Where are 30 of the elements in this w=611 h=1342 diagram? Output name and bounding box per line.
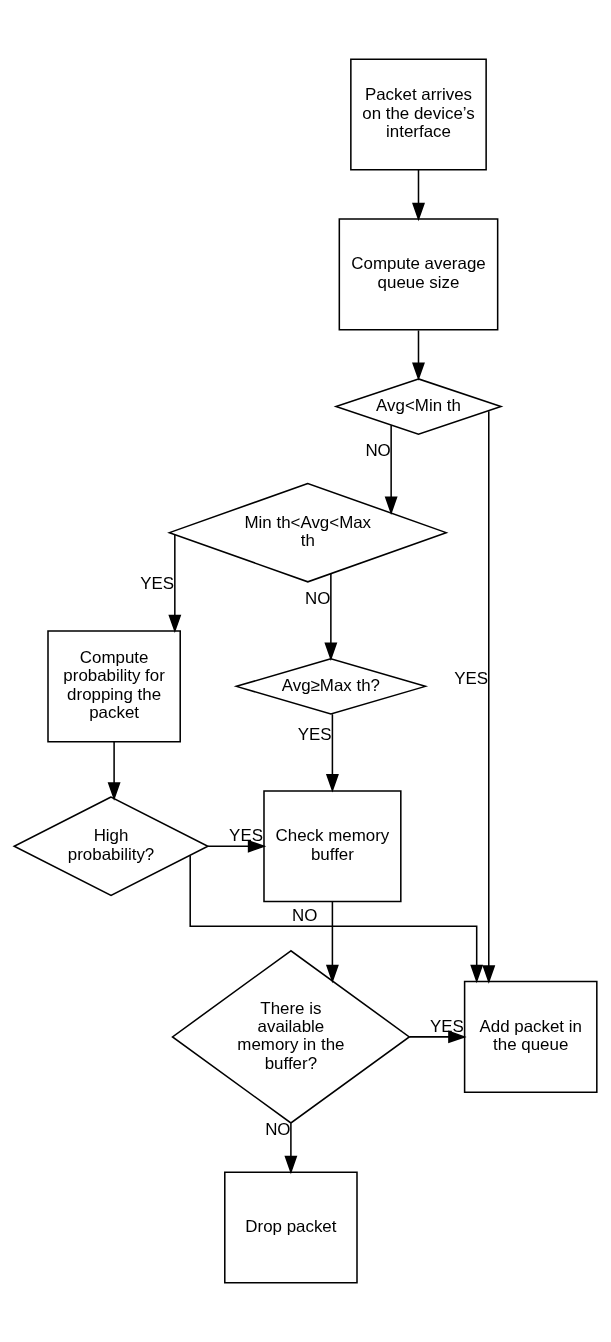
arrow xyxy=(325,713,339,793)
arrow xyxy=(412,169,425,222)
node-diamond: Avg≥Max th? xyxy=(233,657,429,715)
edge-label: YES xyxy=(429,1016,464,1036)
arrow xyxy=(324,573,338,661)
arrow xyxy=(207,839,267,853)
arrow xyxy=(408,1030,467,1044)
arrow xyxy=(412,329,425,381)
edge-label: YES xyxy=(297,724,332,744)
node-diamond: High probability? xyxy=(12,796,210,897)
node-box: Compute probability for dropping the packet xyxy=(47,630,181,743)
node-box: Compute average queue size xyxy=(338,218,499,331)
arrow xyxy=(284,1122,298,1175)
arrow xyxy=(189,854,484,984)
edge-label: NO xyxy=(305,588,331,608)
node-box: Packet arrives on the device’s interface xyxy=(350,58,487,171)
edge-label: YES xyxy=(229,826,263,846)
node-diamond: There is available memory in the buffer? xyxy=(171,949,411,1124)
arrow xyxy=(384,424,398,516)
arrow xyxy=(482,410,496,984)
arrow xyxy=(168,534,182,634)
node-box: Add packet in the queue xyxy=(463,980,598,1093)
edge-label: YES xyxy=(454,668,489,688)
edge-label: NO xyxy=(291,906,318,926)
node-diamond: Avg<Min th xyxy=(333,378,504,436)
arrow xyxy=(107,741,121,801)
arrow xyxy=(325,901,339,984)
edge-label: NO xyxy=(365,441,391,461)
node-box: Drop packet xyxy=(224,1171,358,1284)
node-box: Check memory buffer xyxy=(263,790,402,903)
